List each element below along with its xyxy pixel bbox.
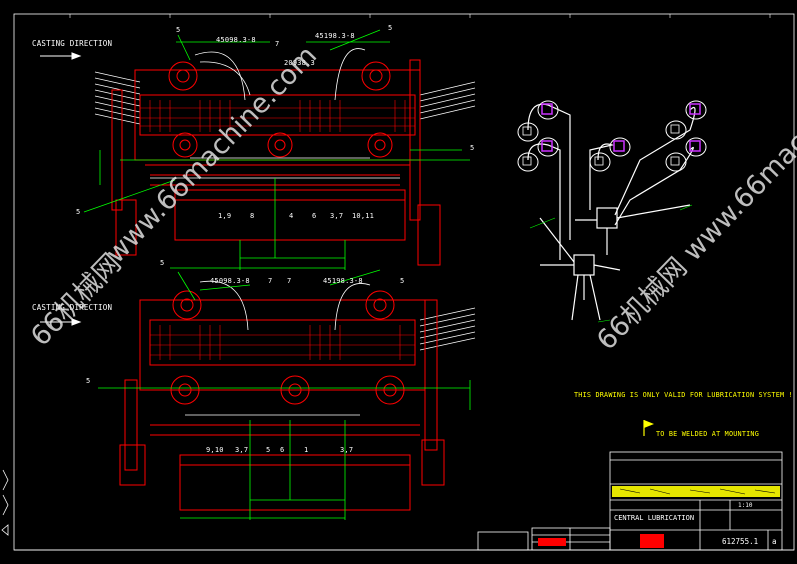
- top-leader-3: 7: [275, 40, 280, 48]
- casting-direction-label-top: CASTING DIRECTION: [32, 39, 113, 48]
- drawing-scale: 1:10: [738, 502, 753, 509]
- title-block: [477, 451, 783, 551]
- top-dimension-lines: [83, 29, 470, 270]
- note-weld-at-mounting: TO BE WELDED AT MOUNTING: [656, 430, 760, 438]
- top-item-3: 4: [289, 212, 294, 220]
- bottom-dimension-lines: [98, 269, 471, 520]
- note-only-valid: THIS DRAWING IS ONLY VALID FOR LUBRICATI…: [574, 391, 793, 399]
- bottom-part-number-b: 45198.3-8: [323, 277, 363, 285]
- top-leader-5: 5: [76, 208, 81, 216]
- bottom-item-1: 9,10: [206, 446, 224, 454]
- drawing-title: CENTRAL LUBRICATION: [614, 514, 695, 522]
- bottom-leader-3: 7: [287, 277, 292, 285]
- drawing-revision: a: [772, 537, 777, 546]
- top-leader-4: 5: [470, 144, 475, 152]
- top-part-number-c: 20938.3: [284, 59, 315, 67]
- lubrication-schematic: [517, 100, 707, 323]
- bottom-item-5: 1: [304, 446, 309, 454]
- weld-flag-icon: [643, 420, 654, 436]
- bottom-leader-4: 5: [400, 277, 405, 285]
- top-item-4: 6: [312, 212, 317, 220]
- bottom-leader-5: 5: [86, 377, 91, 385]
- bottom-lube-manifold: [185, 280, 371, 416]
- edge-arrow-marks: [1, 469, 9, 536]
- top-item-2: 8: [250, 212, 255, 220]
- bottom-item-3: 5: [266, 446, 271, 454]
- top-part-number-b: 45198.3-8: [315, 32, 355, 40]
- top-lube-manifold: [150, 48, 400, 179]
- bottom-item-2: 3,7: [235, 446, 249, 454]
- top-machine-view: [94, 59, 476, 266]
- bottom-item-4: 6: [280, 446, 285, 454]
- bottom-leader-1: 5: [160, 259, 165, 267]
- top-part-number-a: 45098.3-8: [216, 36, 256, 44]
- casting-direction-arrow-bottom: [40, 318, 82, 326]
- bottom-machine-view: [119, 290, 476, 511]
- drawing-number: 612755.1: [722, 537, 759, 546]
- top-item-6: 10,11: [352, 212, 375, 220]
- company-logo: [640, 534, 664, 548]
- top-leader-1: 5: [176, 26, 181, 34]
- top-leader-2: 5: [388, 24, 393, 32]
- casting-direction-arrow-top: [40, 52, 82, 60]
- bottom-leader-2: 7: [268, 277, 273, 285]
- bottom-part-number-a: 45098.3-8: [210, 277, 250, 285]
- title-block-yellow-band: [612, 486, 780, 497]
- top-item-1: 1,9: [218, 212, 232, 220]
- title-block-band-pattern: [619, 488, 776, 495]
- bottom-item-6: 3,7: [340, 446, 354, 454]
- casting-direction-label-bottom: CASTING DIRECTION: [32, 303, 113, 312]
- top-item-5: 3,7: [330, 212, 344, 220]
- red-stamp: [538, 538, 566, 546]
